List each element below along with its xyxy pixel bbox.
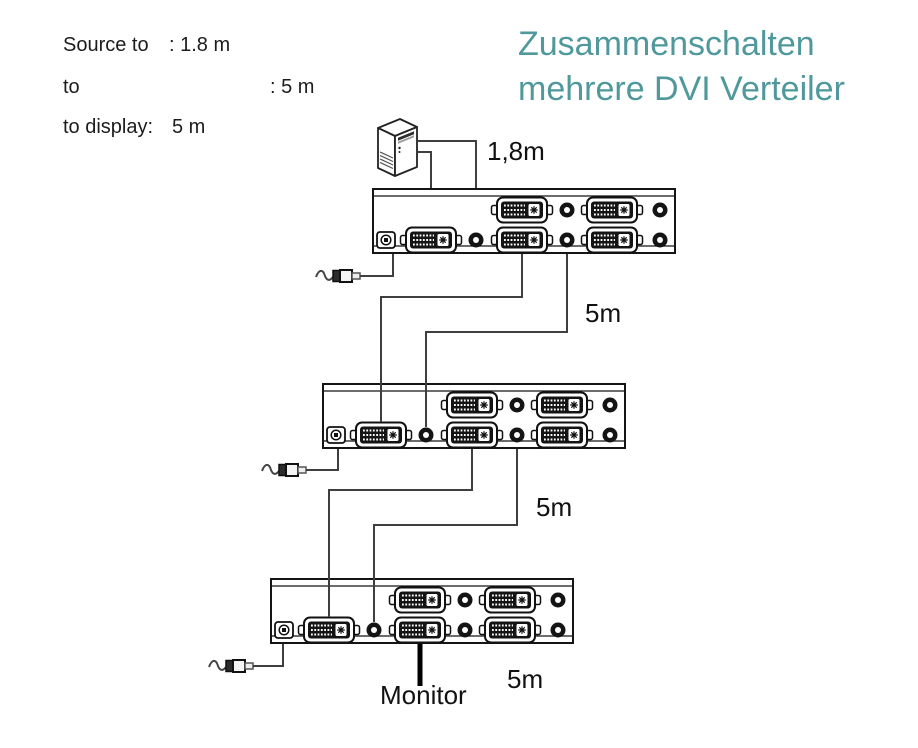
cable-length-label-3: 5m (536, 492, 573, 522)
spec-value: 5 m (172, 116, 206, 138)
power-plug-icon (315, 269, 361, 283)
cable-splitter2-to-splitter3 (328, 449, 518, 622)
power-plug-1 (315, 254, 394, 283)
spec-value: : 5 m (270, 76, 315, 98)
power-plug-3 (208, 644, 284, 673)
dvi-splitter-box-3 (271, 579, 573, 643)
spec-value: : 1.8 m (169, 34, 231, 56)
page-title: Zusammenschalten mehrere DVI Verteiler (518, 22, 918, 112)
computer-tower-icon (377, 118, 418, 177)
power-plug-icon (261, 463, 307, 477)
cable-length-label-2: 5m (585, 298, 622, 328)
page-title-line2: mehrere DVI Verteiler (518, 70, 845, 108)
page-title-line1: Zusammenschalten (518, 25, 815, 63)
cable-splitter1-to-splitter2 (380, 254, 568, 427)
dvi-splitter-box-2 (323, 384, 625, 448)
power-plug-2 (261, 449, 339, 477)
spec-label: to (63, 76, 80, 98)
cable-length-label-4: 5m (507, 664, 544, 694)
spec-label: to display: (63, 116, 154, 138)
power-plug-icon (208, 659, 254, 673)
spec-label: Source to (63, 34, 149, 56)
monitor-label: Monitor (380, 680, 467, 710)
dvi-splitter-box-1 (373, 189, 675, 253)
cable-length-label-1: 1,8m (487, 136, 545, 166)
